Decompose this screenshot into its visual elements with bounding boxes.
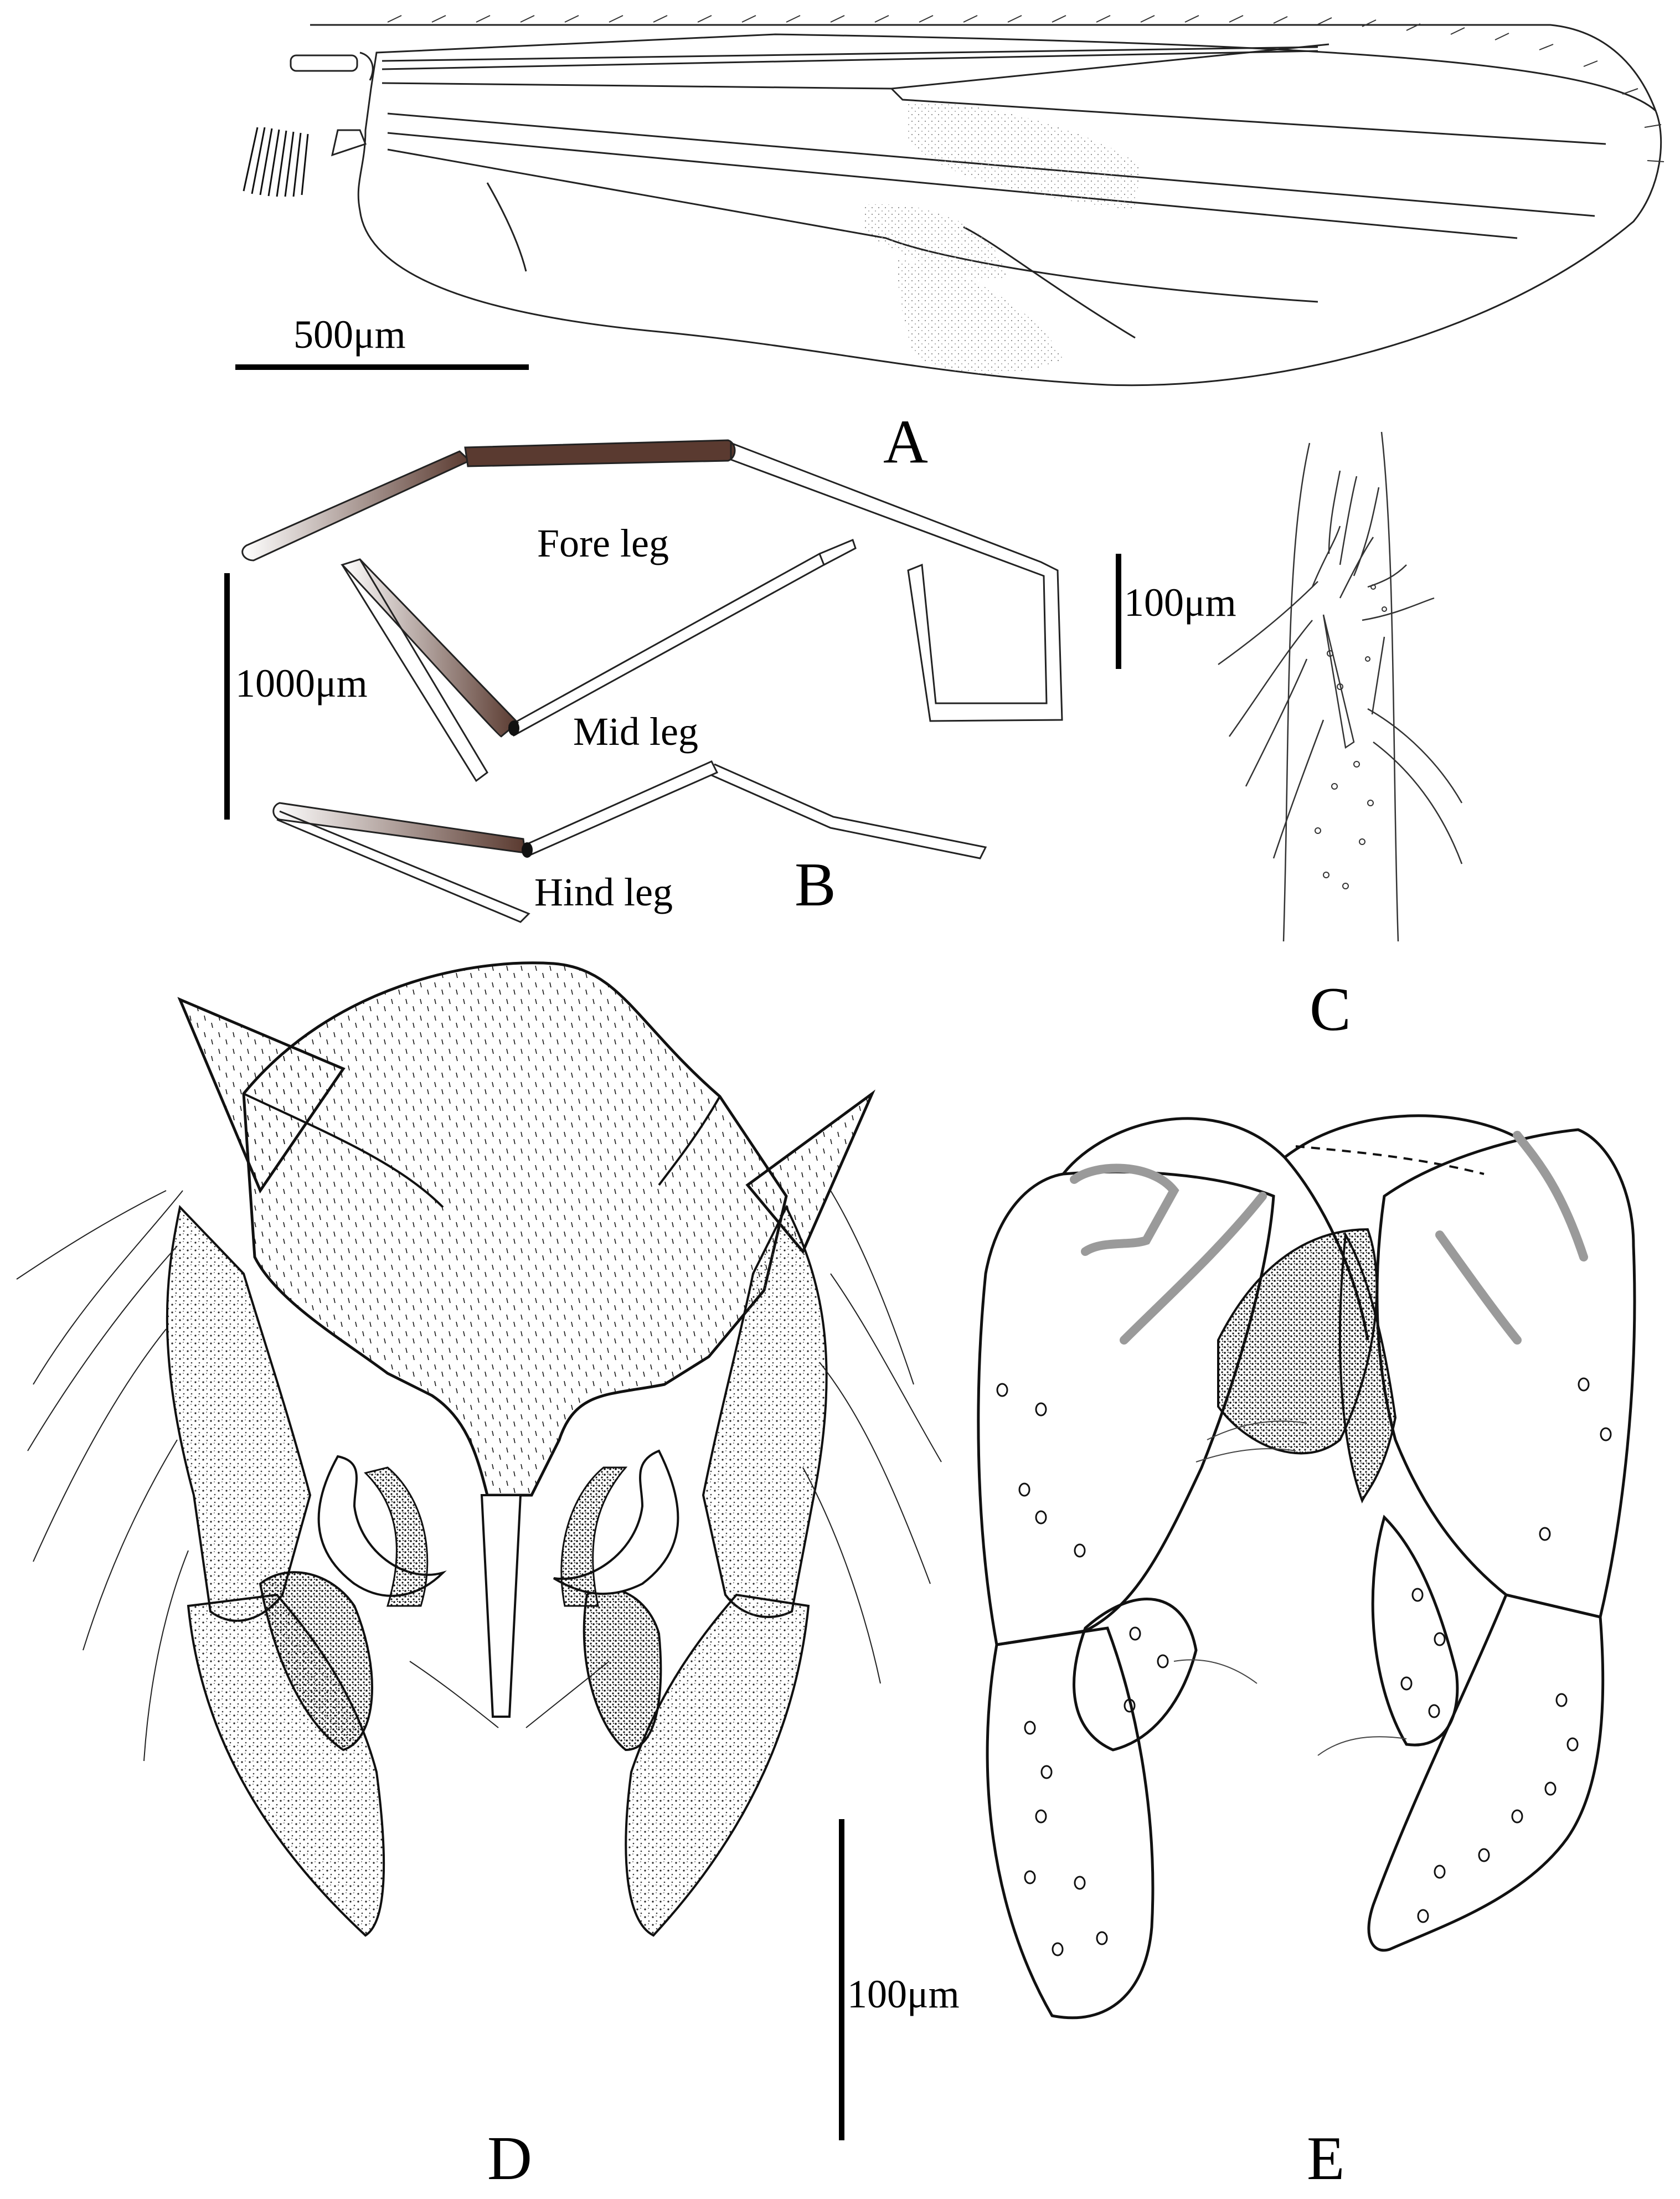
scale-label-c: 100μm — [1124, 580, 1236, 625]
panel-label-c: C — [1310, 975, 1351, 1044]
scale-label-a: 500μm — [293, 312, 406, 357]
scale-label-d: 100μm — [847, 1972, 960, 2016]
leg-detail-sockets — [1315, 584, 1387, 889]
squama-fringe — [243, 127, 309, 197]
phallic-sclerites — [1217, 1228, 1397, 1504]
panel-label-d: D — [487, 2124, 532, 2193]
hypopygium-sockets — [996, 1377, 1612, 1956]
leg-segment-detail — [1218, 431, 1463, 942]
panel-label-e: E — [1307, 2124, 1344, 2193]
mid-leg — [341, 538, 857, 782]
hind-leg — [272, 760, 987, 923]
hypopygium-stippled — [166, 961, 876, 1937]
mid-leg-label: Mid leg — [573, 709, 698, 754]
fore-leg-label: Fore leg — [537, 521, 669, 565]
hind-leg-label: Hind leg — [534, 870, 673, 914]
wing-markings — [864, 102, 1141, 374]
costal-setae — [387, 15, 1664, 162]
panel-label-a: A — [883, 408, 928, 476]
hypopygium-e-setae — [1173, 1420, 1407, 1756]
scale-label-b: 1000μm — [235, 661, 368, 705]
hypopygium-setae — [16, 1190, 942, 1762]
hypopygium-sclerites — [1070, 1131, 1588, 1345]
panel-label-b: B — [795, 851, 836, 919]
tergite-dashed-line — [1295, 1145, 1485, 1175]
wing-drawing — [290, 24, 1662, 387]
fore-leg — [241, 439, 1063, 722]
